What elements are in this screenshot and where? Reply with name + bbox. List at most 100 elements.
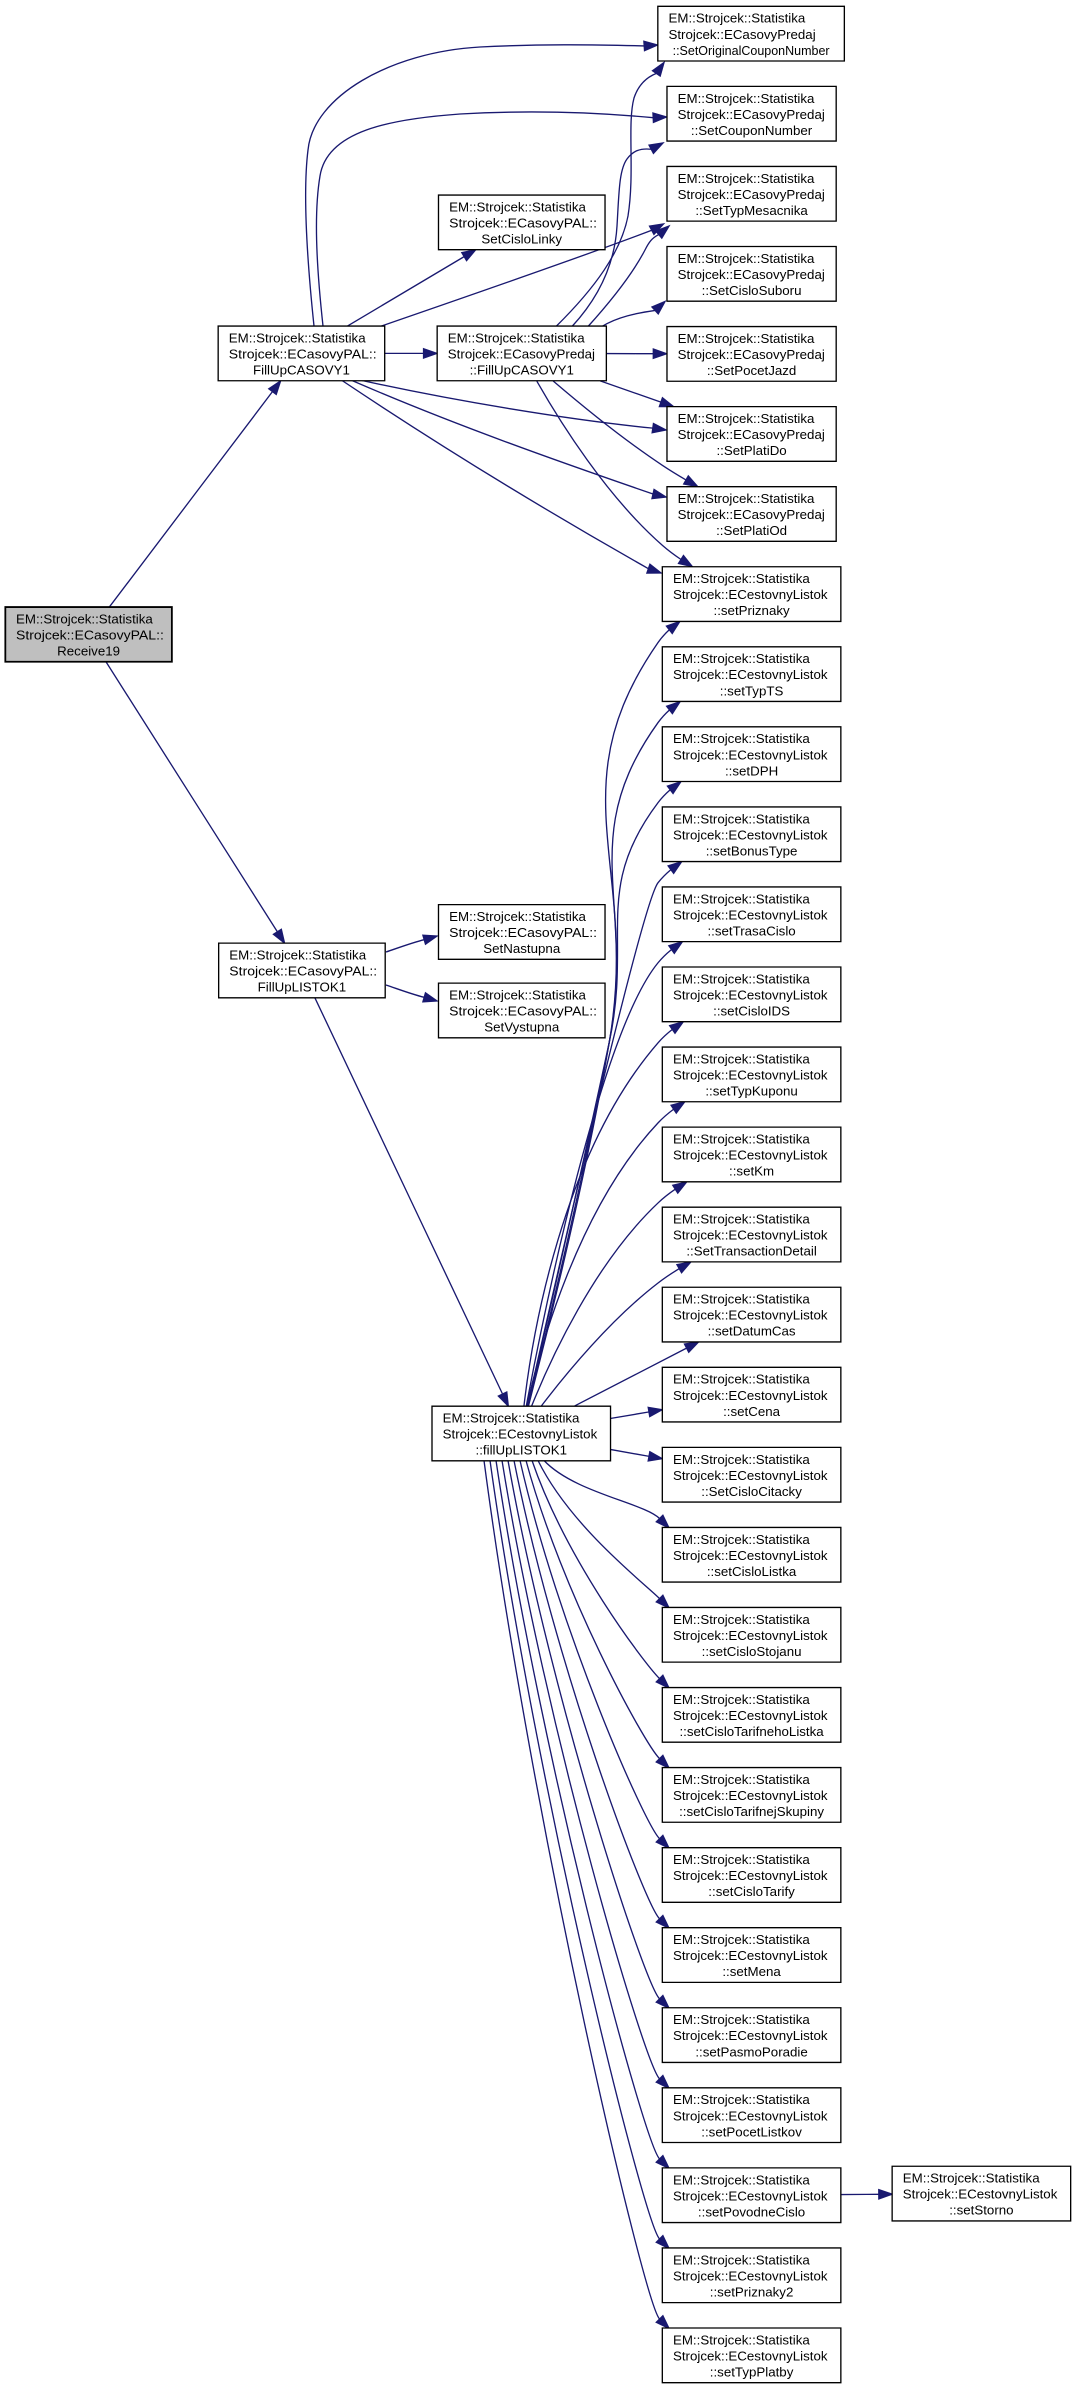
svg-text:EM::Strojcek::Statistika: EM::Strojcek::Statistika (443, 1411, 580, 1426)
svg-text:Strojcek::ECestovnyListok: Strojcek::ECestovnyListok (673, 587, 828, 602)
svg-text:EM::Strojcek::Statistika: EM::Strojcek::Statistika (673, 1292, 810, 1307)
svg-text:::setTrasaCislo: ::setTrasaCislo (707, 923, 795, 938)
svg-text:Strojcek::ECestovnyListok: Strojcek::ECestovnyListok (673, 1788, 828, 1803)
svg-text:EM::Strojcek::Statistika: EM::Strojcek::Statistika (673, 1852, 810, 1867)
svg-text:EM::Strojcek::Statistika: EM::Strojcek::Statistika (448, 330, 585, 345)
svg-text:EM::Strojcek::Statistika: EM::Strojcek::Statistika (229, 947, 366, 962)
svg-text:EM::Strojcek::Statistika: EM::Strojcek::Statistika (673, 2012, 810, 2027)
svg-text:Strojcek::ECestovnyListok: Strojcek::ECestovnyListok (673, 907, 828, 922)
svg-text:::setTypKuponu: ::setTypKuponu (705, 1084, 797, 1099)
svg-text:Strojcek::ECestovnyListok: Strojcek::ECestovnyListok (673, 1308, 828, 1323)
svg-text:::setPasmoPoradie: ::setPasmoPoradie (695, 2044, 807, 2059)
svg-text:Strojcek::ECasovyPAL::: Strojcek::ECasovyPAL:: (16, 628, 164, 643)
svg-text:EM::Strojcek::Statistika: EM::Strojcek::Statistika (673, 1132, 810, 1147)
svg-text:Strojcek::ECestovnyListok: Strojcek::ECestovnyListok (673, 747, 828, 762)
svg-text:::SetCisloCitacky: ::SetCisloCitacky (701, 1484, 802, 1499)
svg-text:::setCisloTarifnejSkupiny: ::setCisloTarifnejSkupiny (679, 1804, 824, 1819)
svg-text:EM::Strojcek::Statistika: EM::Strojcek::Statistika (673, 971, 810, 986)
svg-text:::SetTransactionDetail: ::SetTransactionDetail (686, 1244, 816, 1259)
svg-text:Strojcek::ECestovnyListok: Strojcek::ECestovnyListok (673, 1388, 828, 1403)
svg-text:::SetPlatiOd: ::SetPlatiOd (716, 523, 787, 538)
svg-text:Strojcek::ECasovyPredaj: Strojcek::ECasovyPredaj (678, 187, 825, 202)
svg-text:Strojcek::ECestovnyListok: Strojcek::ECestovnyListok (673, 1148, 828, 1163)
svg-text:SetCisloLinky: SetCisloLinky (481, 232, 562, 247)
svg-text:Strojcek::ECestovnyListok: Strojcek::ECestovnyListok (673, 1548, 828, 1563)
svg-text:Strojcek::ECestovnyListok: Strojcek::ECestovnyListok (673, 1868, 828, 1883)
svg-text:Strojcek::ECestovnyListok: Strojcek::ECestovnyListok (673, 1708, 828, 1723)
svg-text:Strojcek::ECestovnyListok: Strojcek::ECestovnyListok (673, 1948, 828, 1963)
svg-text:::setCisloStojanu: ::setCisloStojanu (702, 1644, 802, 1659)
svg-text:EM::Strojcek::Statistika: EM::Strojcek::Statistika (673, 1532, 810, 1547)
svg-text:Strojcek::ECestovnyListok: Strojcek::ECestovnyListok (673, 2188, 828, 2203)
svg-text:EM::Strojcek::Statistika: EM::Strojcek::Statistika (673, 1692, 810, 1707)
svg-text:EM::Strojcek::Statistika: EM::Strojcek::Statistika (229, 330, 366, 345)
svg-text:Strojcek::ECestovnyListok: Strojcek::ECestovnyListok (673, 1228, 828, 1243)
svg-text:Strojcek::ECasovyPredaj: Strojcek::ECasovyPredaj (668, 27, 815, 42)
svg-text:EM::Strojcek::Statistika: EM::Strojcek::Statistika (673, 2092, 810, 2107)
svg-text:EM::Strojcek::Statistika: EM::Strojcek::Statistika (903, 2171, 1040, 2186)
svg-text:::setPriznaky: ::setPriznaky (713, 603, 790, 618)
svg-text:::setDatumCas: ::setDatumCas (708, 1324, 796, 1339)
svg-text:EM::Strojcek::Statistika: EM::Strojcek::Statistika (16, 611, 153, 626)
svg-text:::FillUpCASOVY1: ::FillUpCASOVY1 (470, 363, 574, 378)
svg-text:Strojcek::ECestovnyListok: Strojcek::ECestovnyListok (673, 2268, 828, 2283)
svg-text:EM::Strojcek::Statistika: EM::Strojcek::Statistika (673, 1772, 810, 1787)
svg-text:Strojcek::ECasovyPAL::: Strojcek::ECasovyPAL:: (449, 1004, 597, 1019)
svg-text:::setStorno: ::setStorno (949, 2203, 1013, 2218)
svg-text:EM::Strojcek::Statistika: EM::Strojcek::Statistika (678, 251, 815, 266)
svg-text:EM::Strojcek::Statistika: EM::Strojcek::Statistika (678, 331, 815, 346)
svg-text:Strojcek::ECestovnyListok: Strojcek::ECestovnyListok (673, 2108, 828, 2123)
svg-text:Strojcek::ECestovnyListok: Strojcek::ECestovnyListok (673, 1628, 828, 1643)
svg-text:Strojcek::ECestovnyListok: Strojcek::ECestovnyListok (443, 1427, 598, 1442)
svg-text:EM::Strojcek::Statistika: EM::Strojcek::Statistika (678, 491, 815, 506)
svg-text:EM::Strojcek::Statistika: EM::Strojcek::Statistika (673, 571, 810, 586)
svg-text:Strojcek::ECestovnyListok: Strojcek::ECestovnyListok (903, 2187, 1058, 2202)
svg-text:EM::Strojcek::Statistika: EM::Strojcek::Statistika (668, 11, 805, 26)
svg-text:EM::Strojcek::Statistika: EM::Strojcek::Statistika (673, 891, 810, 906)
svg-text:Strojcek::ECasovyPredaj: Strojcek::ECasovyPredaj (448, 346, 595, 361)
svg-text:Strojcek::ECasovyPredaj: Strojcek::ECasovyPredaj (678, 427, 825, 442)
svg-text:EM::Strojcek::Statistika: EM::Strojcek::Statistika (673, 2252, 810, 2267)
svg-text:Strojcek::ECestovnyListok: Strojcek::ECestovnyListok (673, 2348, 828, 2363)
svg-text:::setTypTS: ::setTypTS (720, 683, 784, 698)
svg-text:::setCisloListka: ::setCisloListka (707, 1564, 797, 1579)
svg-text:Strojcek::ECasovyPredaj: Strojcek::ECasovyPredaj (678, 267, 825, 282)
svg-text:::setMena: ::setMena (722, 1964, 781, 1979)
svg-text:FillUpLISTOK1: FillUpLISTOK1 (258, 980, 347, 995)
svg-text:EM::Strojcek::Statistika: EM::Strojcek::Statistika (673, 2332, 810, 2347)
svg-text:::SetPocetJazd: ::SetPocetJazd (707, 363, 797, 378)
svg-text:SetVystupna: SetVystupna (484, 1020, 560, 1035)
svg-text:::setPocetListkov: ::setPocetListkov (701, 2124, 802, 2139)
svg-text:EM::Strojcek::Statistika: EM::Strojcek::Statistika (673, 1212, 810, 1227)
svg-text:FillUpCASOVY1: FillUpCASOVY1 (253, 363, 350, 378)
svg-text:::SetTypMesacnika: ::SetTypMesacnika (695, 203, 808, 218)
svg-text:::SetPlatiDo: ::SetPlatiDo (716, 443, 786, 458)
svg-text:EM::Strojcek::Statistika: EM::Strojcek::Statistika (678, 91, 815, 106)
svg-text:Strojcek::ECestovnyListok: Strojcek::ECestovnyListok (673, 827, 828, 842)
svg-text:Strojcek::ECasovyPredaj: Strojcek::ECasovyPredaj (678, 507, 825, 522)
svg-text:EM::Strojcek::Statistika: EM::Strojcek::Statistika (673, 651, 810, 666)
svg-text:EM::Strojcek::Statistika: EM::Strojcek::Statistika (673, 2172, 810, 2187)
svg-text:EM::Strojcek::Statistika: EM::Strojcek::Statistika (673, 811, 810, 826)
svg-text:Strojcek::ECestovnyListok: Strojcek::ECestovnyListok (673, 987, 828, 1002)
svg-text:::fillUpLISTOK1: ::fillUpLISTOK1 (476, 1443, 567, 1458)
svg-text:EM::Strojcek::Statistika: EM::Strojcek::Statistika (678, 171, 815, 186)
svg-text:::setKm: ::setKm (729, 1164, 774, 1179)
svg-text:EM::Strojcek::Statistika: EM::Strojcek::Statistika (449, 988, 586, 1003)
svg-text:EM::Strojcek::Statistika: EM::Strojcek::Statistika (673, 1051, 810, 1066)
svg-text:::setBonusType: ::setBonusType (706, 843, 798, 858)
svg-text:::setCisloTarify: ::setCisloTarify (708, 1884, 795, 1899)
svg-text:::setCena: ::setCena (723, 1404, 781, 1419)
svg-text:Strojcek::ECasovyPAL::: Strojcek::ECasovyPAL:: (449, 925, 597, 940)
svg-text:EM::Strojcek::Statistika: EM::Strojcek::Statistika (673, 1372, 810, 1387)
svg-text:EM::Strojcek::Statistika: EM::Strojcek::Statistika (449, 199, 586, 214)
svg-text:::setPovodneCislo: ::setPovodneCislo (698, 2204, 805, 2219)
svg-text:EM::Strojcek::Statistika: EM::Strojcek::Statistika (678, 411, 815, 426)
svg-text:EM::Strojcek::Statistika: EM::Strojcek::Statistika (449, 909, 586, 924)
svg-text:EM::Strojcek::Statistika: EM::Strojcek::Statistika (673, 1612, 810, 1627)
svg-text:Strojcek::ECasovyPAL::: Strojcek::ECasovyPAL:: (229, 964, 377, 979)
svg-text:Strojcek::ECestovnyListok: Strojcek::ECestovnyListok (673, 1468, 828, 1483)
svg-text:EM::Strojcek::Statistika: EM::Strojcek::Statistika (673, 1452, 810, 1467)
svg-text:::setCisloIDS: ::setCisloIDS (713, 1004, 790, 1019)
svg-text:Strojcek::ECestovnyListok: Strojcek::ECestovnyListok (673, 667, 828, 682)
